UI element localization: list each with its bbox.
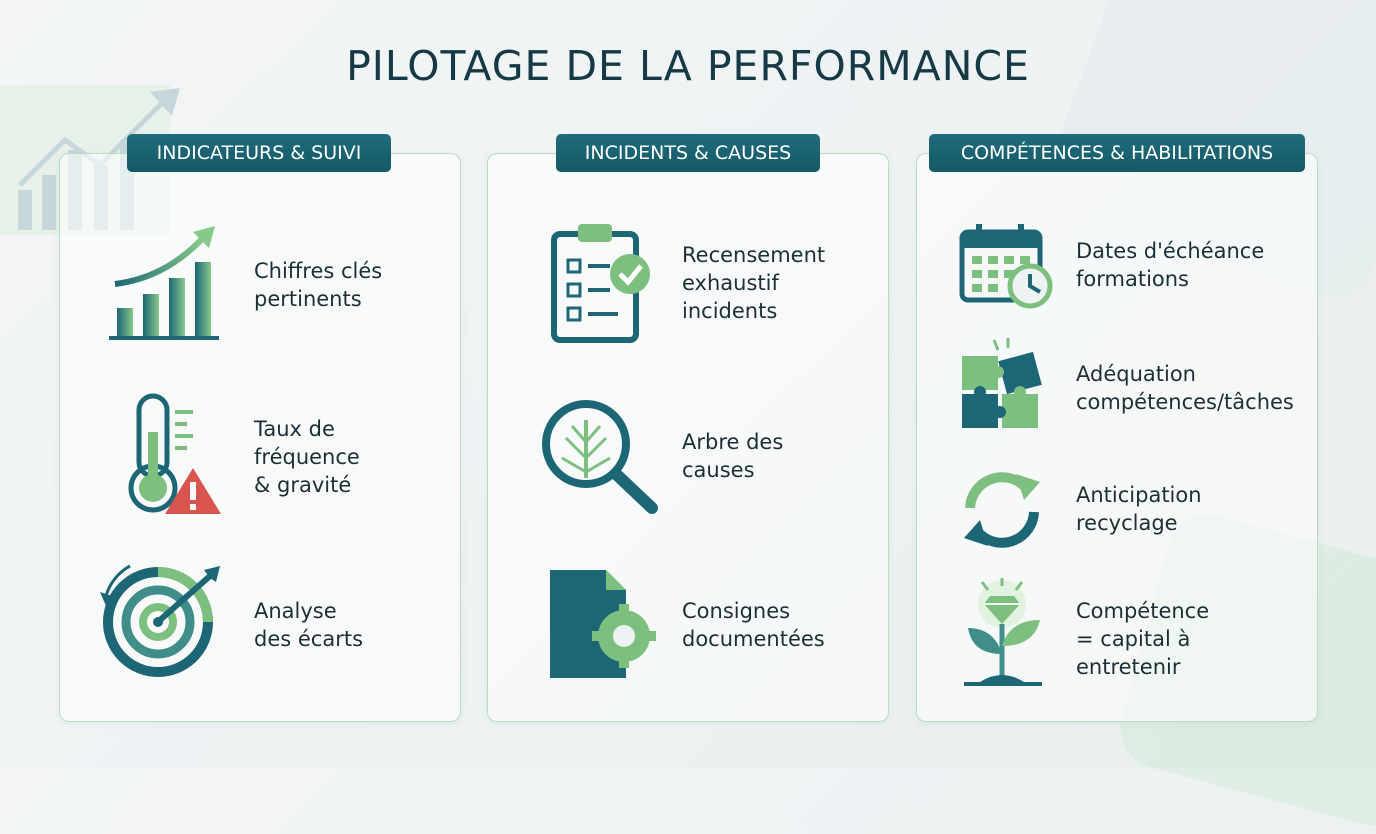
tag-competences: COMPÉTENCES & HABILITATIONS — [929, 134, 1305, 172]
calendar-clock-icon — [959, 224, 1053, 309]
item-label: Taux de fréquence & gravité — [254, 417, 360, 497]
magnifier-tree-icon — [542, 400, 658, 514]
item-label: Consignes documentées — [682, 599, 825, 651]
target-arrow-icon — [100, 564, 220, 677]
item-label: Chiffres clés pertinents — [254, 259, 383, 311]
item-label: Dates d'échéance formations — [1076, 239, 1265, 291]
item-label: Recensement exhaustif incidents — [682, 243, 826, 323]
tag-incidents: INCIDENTS & CAUSES — [556, 134, 820, 172]
bar-chart-growth-icon — [109, 226, 219, 340]
clipboard-checklist-icon — [551, 224, 650, 343]
item-label: Adéquation compétences/tâches — [1076, 362, 1294, 414]
thermometer-warning-icon — [128, 393, 221, 514]
item-label: Compétence = capital à entretenir — [1076, 599, 1210, 679]
recycle-arrows-icon — [964, 472, 1040, 548]
page-title: PILOTAGE DE LA PERFORMANCE — [346, 42, 1030, 90]
document-gear-icon — [550, 570, 656, 678]
tag-indicateurs: INDICATEURS & SUIVI — [127, 134, 391, 172]
item-label: Arbre des causes — [682, 430, 784, 482]
item-label: Anticipation recyclage — [1076, 483, 1202, 535]
puzzle-icon — [962, 338, 1042, 428]
plant-diamond-icon — [964, 578, 1042, 686]
item-label: Analyse des écarts — [254, 599, 364, 651]
